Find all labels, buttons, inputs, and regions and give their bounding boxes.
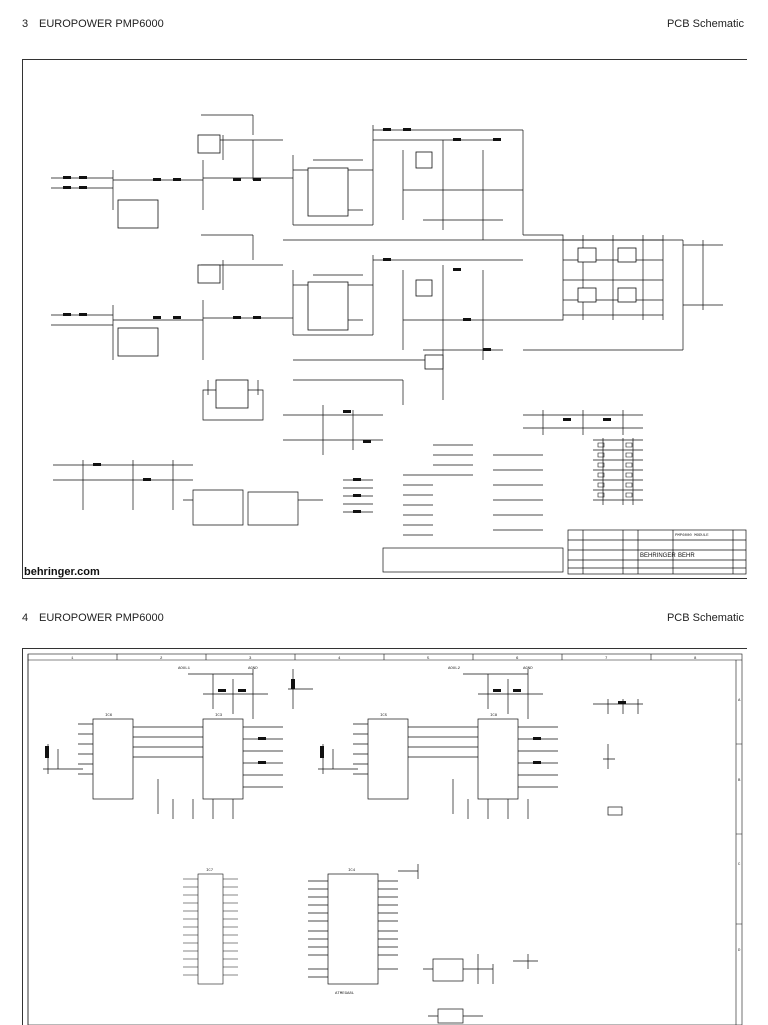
grid-col: 7: [605, 657, 608, 661]
page-number: 3: [22, 18, 29, 30]
section-title: PCB Schematic: [666, 612, 744, 624]
title-block-company: BEHRINGER: [640, 553, 676, 559]
title-block-drawing-no: PMP6000 MODULE: [675, 534, 709, 538]
grid-column-labels: 1 2 3 4 5 6 7 8: [71, 657, 697, 661]
net-label: AGND: [248, 667, 258, 671]
ic-label: IC8: [490, 714, 498, 718]
schematic-diagram-dsp-board: 1 2 3 4 5 6 7 8 A B C D: [22, 648, 747, 1025]
ic-label: IC3: [215, 714, 223, 718]
grid-row-labels: A B C D: [738, 699, 741, 953]
ic-label: IC5: [380, 714, 388, 718]
page-header: 4 EUROPOWER PMP6000 PCB Schematic: [0, 612, 768, 632]
grid-col: 5: [427, 657, 430, 661]
section-title: PCB Schematic: [666, 18, 744, 30]
schematic-drawing: BEHRINGER BEHR PMP6000 MODULE: [51, 114, 747, 575]
ic-part-label: ATMEGA8L: [335, 992, 355, 996]
grid-row: B: [738, 779, 741, 783]
net-label: AOUL1: [178, 667, 191, 671]
net-label: AGND: [523, 667, 533, 671]
product-name: EUROPOWER PMP6000: [39, 612, 164, 624]
ic-label: IC4: [348, 869, 356, 873]
net-label: AOUL2: [448, 667, 461, 671]
ic-label: IC6: [105, 714, 113, 718]
brand-footer: behringer.com: [24, 566, 100, 578]
grid-col: 4: [338, 657, 341, 661]
grid-col: 2: [160, 657, 163, 661]
grid-col: 3: [249, 657, 252, 661]
title-block-short: BEHR: [678, 553, 695, 559]
grid-col: 6: [516, 657, 519, 661]
schematic-drawing: 1 2 3 4 5 6 7 8 A B C D: [27, 653, 743, 1025]
schematic-diagram-power-amp: BEHRINGER BEHR PMP6000 MODULE: [22, 59, 747, 579]
page-header: 3 EUROPOWER PMP6000 PCB Schematic: [0, 18, 768, 38]
page-number: 4: [22, 612, 29, 624]
grid-row: A: [738, 699, 741, 703]
product-name: EUROPOWER PMP6000: [39, 18, 164, 30]
grid-col: 1: [71, 657, 74, 661]
grid-col: 8: [694, 657, 697, 661]
ic-label: IC7: [206, 869, 214, 873]
grid-row: C: [738, 863, 741, 867]
grid-row: D: [738, 949, 741, 953]
